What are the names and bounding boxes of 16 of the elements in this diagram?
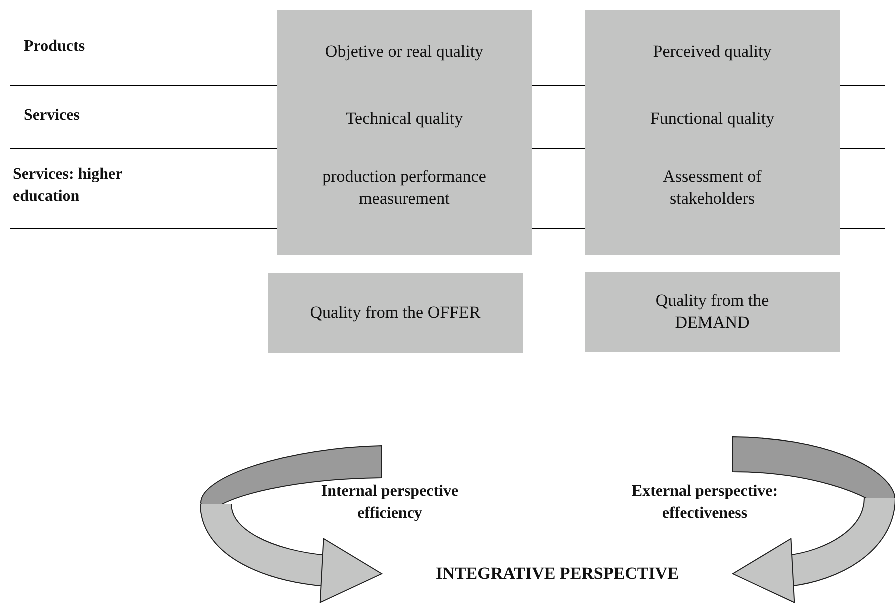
- quality-cell: Assessment of stakeholders: [585, 152, 840, 224]
- column-panel: [277, 10, 532, 255]
- quality-cell: Perceived quality: [585, 20, 840, 85]
- quality-box: Quality from the DEMAND: [585, 272, 840, 352]
- column-panel: [585, 10, 840, 255]
- quality-box: Quality from the OFFER: [268, 273, 523, 353]
- row-label: Services: higher education: [13, 165, 124, 208]
- quality-cell: Objetive or real quality: [277, 20, 532, 85]
- row-label: Products: [24, 37, 86, 57]
- row-label: Internal perspective efficiency: [320, 482, 460, 524]
- row-label: Services: [24, 106, 81, 126]
- row-label: External perspective: effectiveness: [630, 482, 780, 524]
- perspective-label: INTEGRATIVE PERSPECTIVE: [372, 558, 743, 590]
- quality-cell: Technical quality: [277, 88, 532, 150]
- quality-cell: Functional quality: [585, 88, 840, 150]
- quality-cell: production performance measurement: [277, 152, 532, 224]
